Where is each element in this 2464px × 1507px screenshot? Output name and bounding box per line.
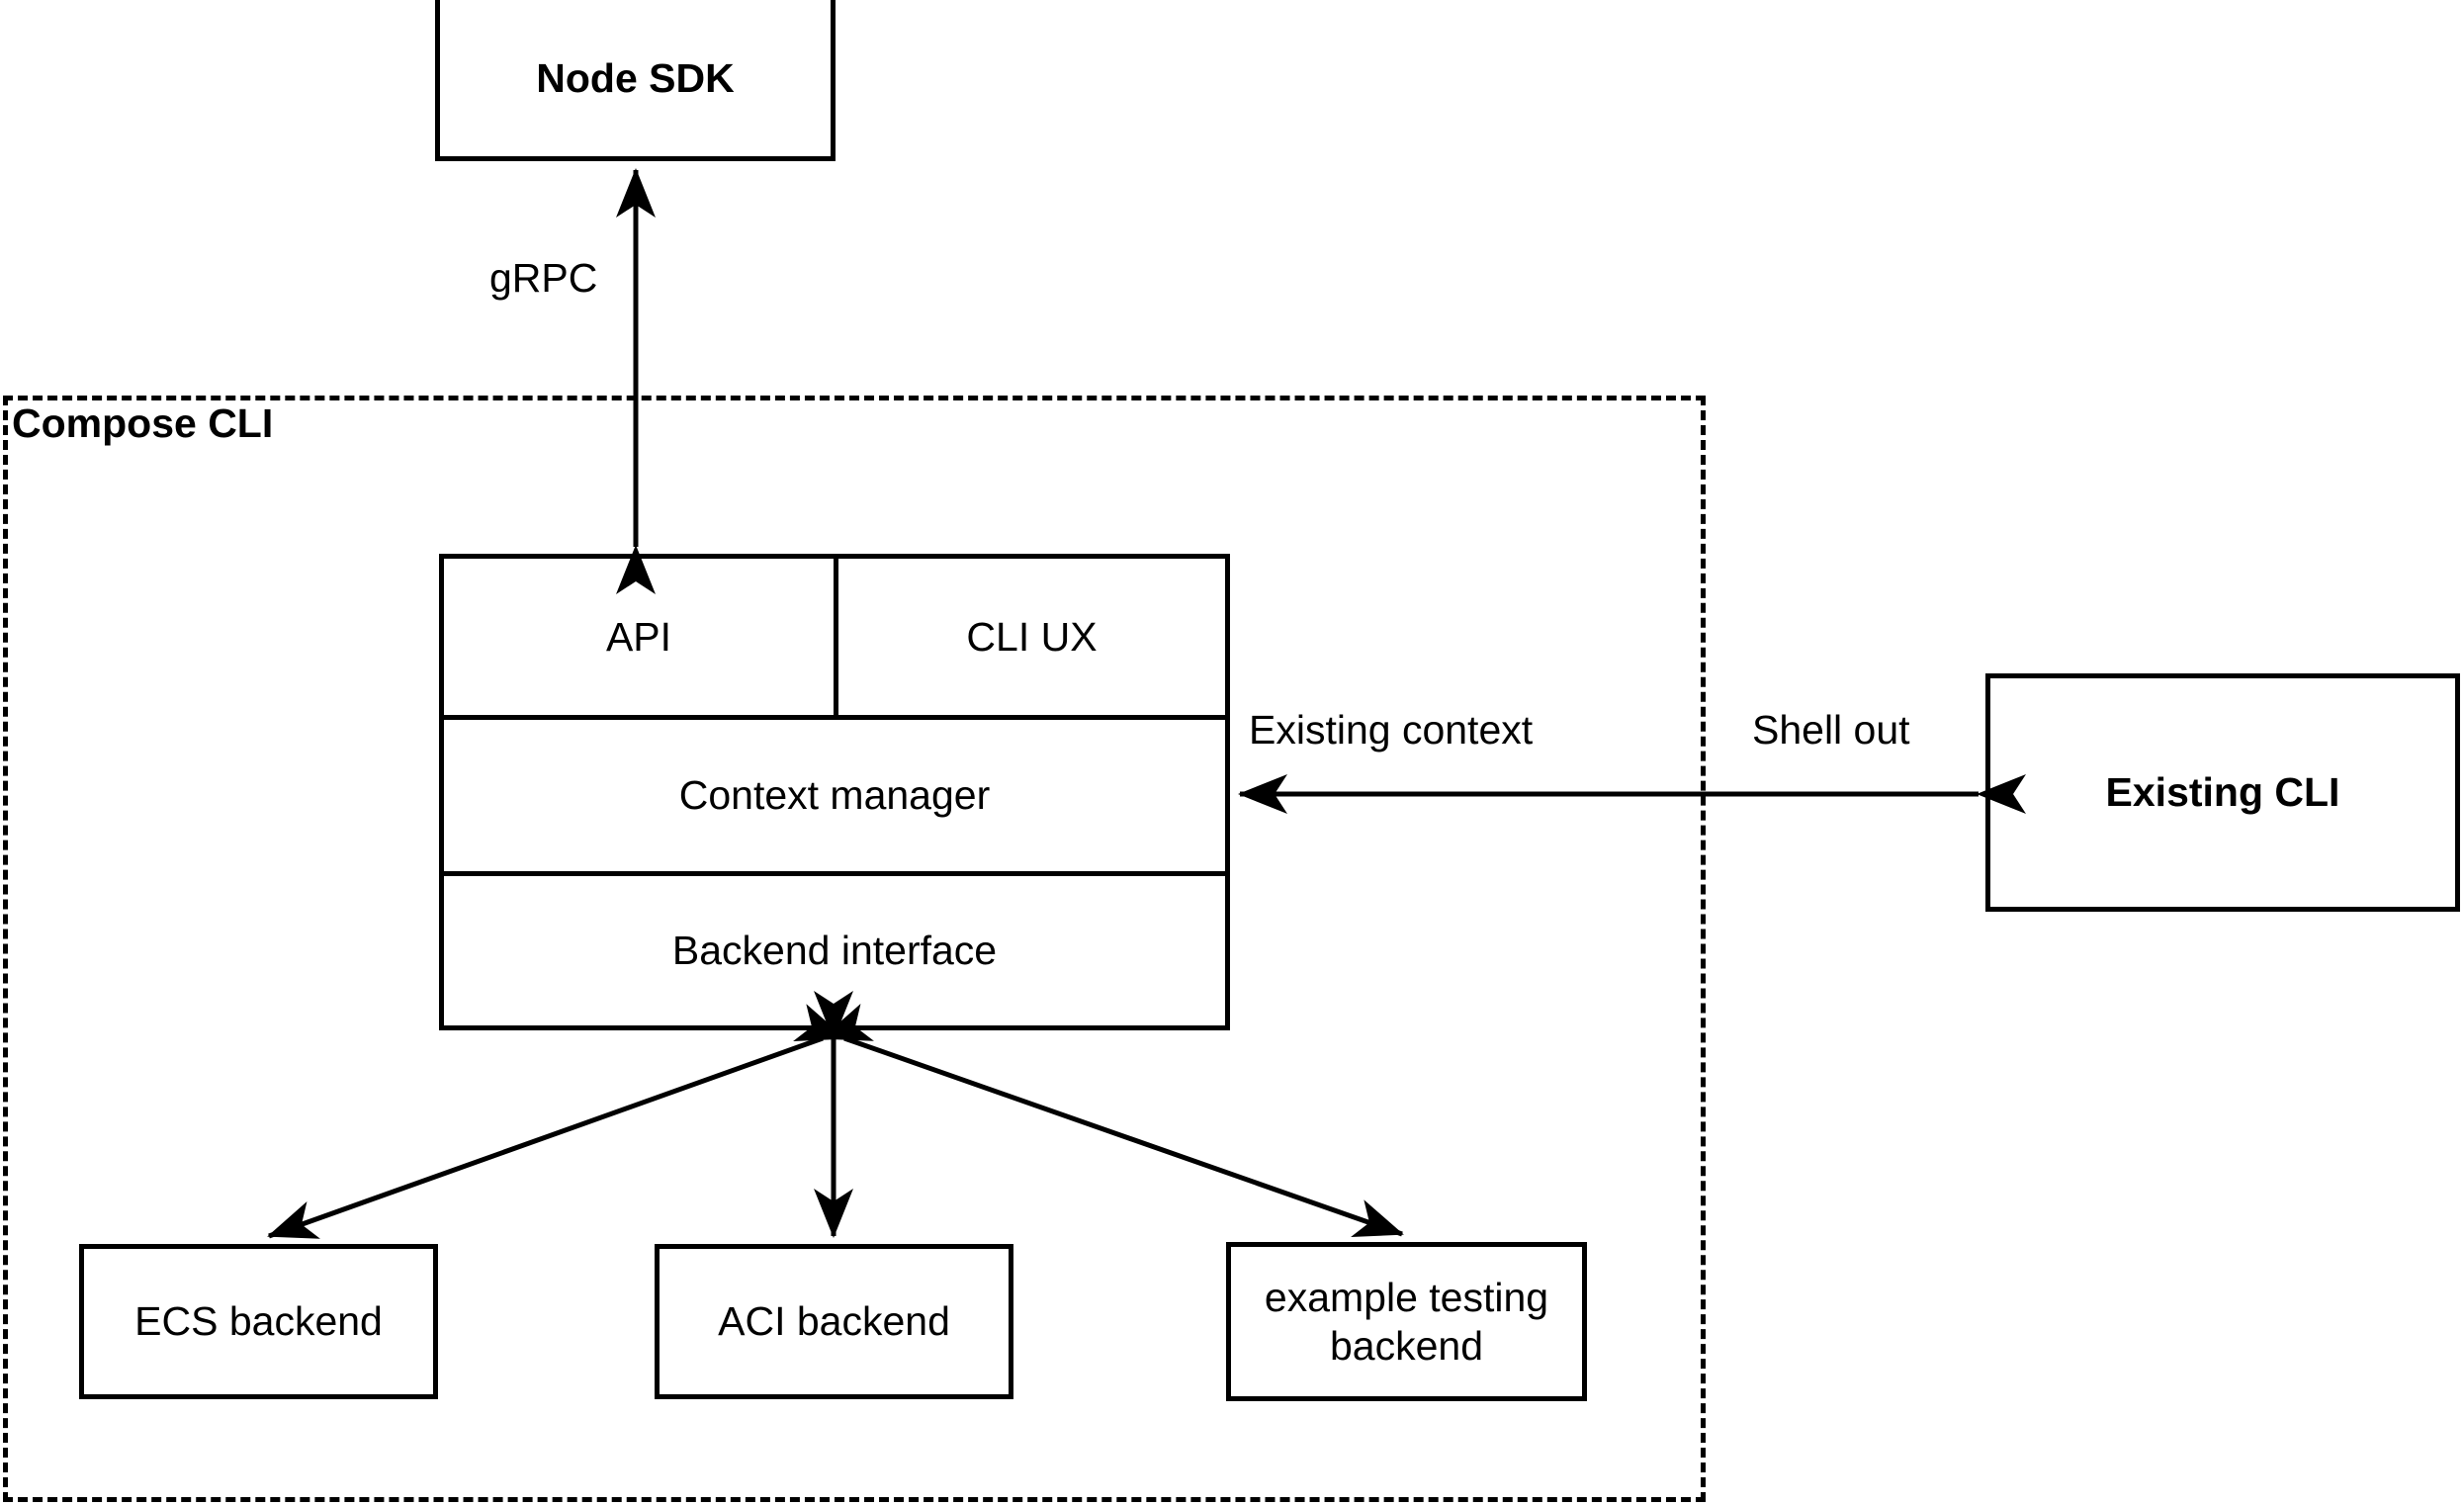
- shell-out-edge-label: Shell out: [1752, 707, 1910, 753]
- api-cell[interactable]: API: [444, 559, 834, 715]
- compose-cli-component-box: API CLI UX Context manager Backend inter…: [439, 554, 1230, 1030]
- compose-cli-region: [3, 396, 1706, 1502]
- grpc-edge-label: gRPC: [489, 255, 598, 301]
- row-divider-2: [444, 871, 1225, 876]
- node-sdk-label: Node SDK: [536, 54, 735, 101]
- api-cliux-divider: [834, 559, 838, 715]
- ecs-backend-box[interactable]: ECS backend: [79, 1244, 438, 1399]
- example-testing-backend-label-line1: example testing: [1264, 1275, 1549, 1321]
- aci-backend-box[interactable]: ACI backend: [655, 1244, 1013, 1399]
- backend-interface-cell[interactable]: Backend interface: [444, 876, 1225, 1025]
- existing-cli-box[interactable]: Existing CLI: [1985, 673, 2460, 912]
- ecs-backend-label: ECS backend: [134, 1298, 383, 1345]
- node-sdk-box[interactable]: Node SDK: [435, 0, 836, 161]
- example-testing-backend-box[interactable]: example testing backend: [1226, 1242, 1587, 1401]
- example-testing-backend-label-line2: backend: [1329, 1322, 1483, 1369]
- api-label: API: [605, 613, 672, 660]
- context-manager-label: Context manager: [678, 772, 991, 819]
- backend-interface-label: Backend interface: [671, 928, 998, 974]
- existing-cli-label: Existing CLI: [2105, 769, 2340, 816]
- cli-ux-cell[interactable]: CLI UX: [838, 559, 1225, 715]
- cli-ux-label: CLI UX: [966, 613, 1098, 660]
- api-cliux-row: API CLI UX: [444, 559, 1225, 715]
- compose-cli-region-label: Compose CLI: [12, 400, 274, 446]
- context-manager-cell[interactable]: Context manager: [444, 720, 1225, 871]
- aci-backend-label: ACI backend: [718, 1298, 950, 1345]
- row-divider-1: [444, 715, 1225, 720]
- existing-context-edge-label: Existing context: [1249, 707, 1534, 753]
